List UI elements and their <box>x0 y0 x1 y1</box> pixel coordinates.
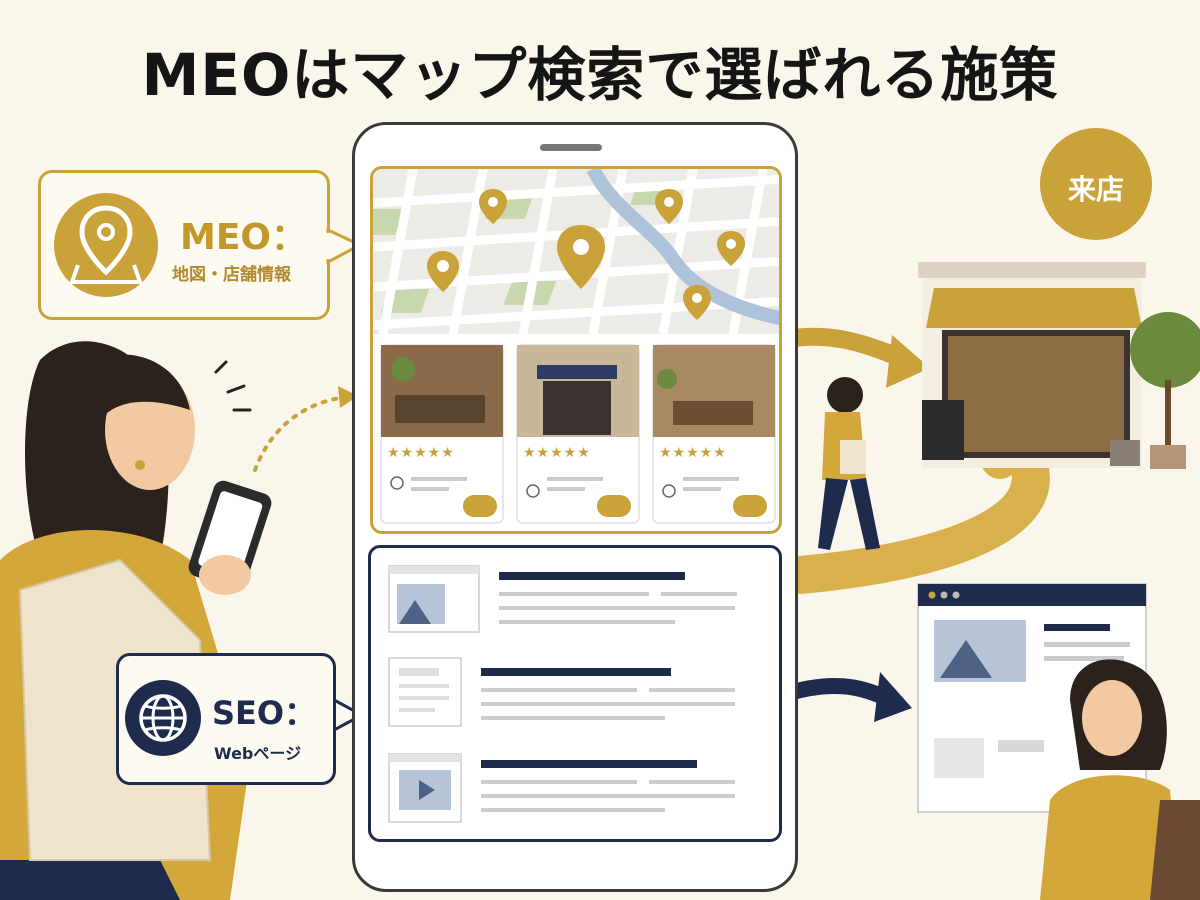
store-card[interactable] <box>380 344 504 524</box>
store-rating: ★★★★★ <box>387 445 455 461</box>
search-results-list[interactable] <box>371 548 785 845</box>
search-result[interactable] <box>388 657 735 727</box>
seated-woman-figure <box>1040 659 1200 900</box>
visit-badge <box>1040 128 1152 240</box>
walking-woman-figure <box>818 377 880 550</box>
dotted-arrow <box>253 396 342 472</box>
meo-title: MEO： <box>180 217 308 258</box>
directions-icon <box>733 495 767 517</box>
play-icon <box>419 780 435 800</box>
clock-icon <box>390 476 404 490</box>
meo-subtitle: 地図・店舗情報 <box>172 265 291 285</box>
phone-speaker <box>540 144 602 151</box>
meo-arrow-head <box>886 335 930 388</box>
clock-icon <box>662 484 676 498</box>
store-rating: ★★★★★ <box>659 445 727 461</box>
web-search-results-panel[interactable] <box>368 545 782 842</box>
attention-lines <box>214 360 252 412</box>
search-result[interactable] <box>388 565 737 633</box>
storefront-figure <box>918 262 1200 469</box>
visit-label: 来店 <box>1067 173 1124 206</box>
seo-arrow-head <box>874 672 912 722</box>
map-pin-icon <box>557 225 605 289</box>
map-search-panel[interactable]: ★★★★★ ★★★★★ ★★★★★ <box>370 166 782 534</box>
search-result[interactable] <box>388 753 735 823</box>
seo-title: SEO： <box>212 694 317 732</box>
map-view[interactable] <box>373 169 782 534</box>
directions-icon <box>597 495 631 517</box>
map-river <box>586 169 779 325</box>
seo-subtitle: Webページ <box>214 744 302 763</box>
store-card[interactable] <box>516 344 640 524</box>
map-pin-icon <box>54 193 158 297</box>
page-title: MEOはマップ検索で選ばれる施策 <box>141 41 1059 109</box>
store-card[interactable] <box>652 344 776 524</box>
clock-icon <box>526 484 540 498</box>
store-rating: ★★★★★ <box>523 445 591 461</box>
directions-icon <box>463 495 497 517</box>
